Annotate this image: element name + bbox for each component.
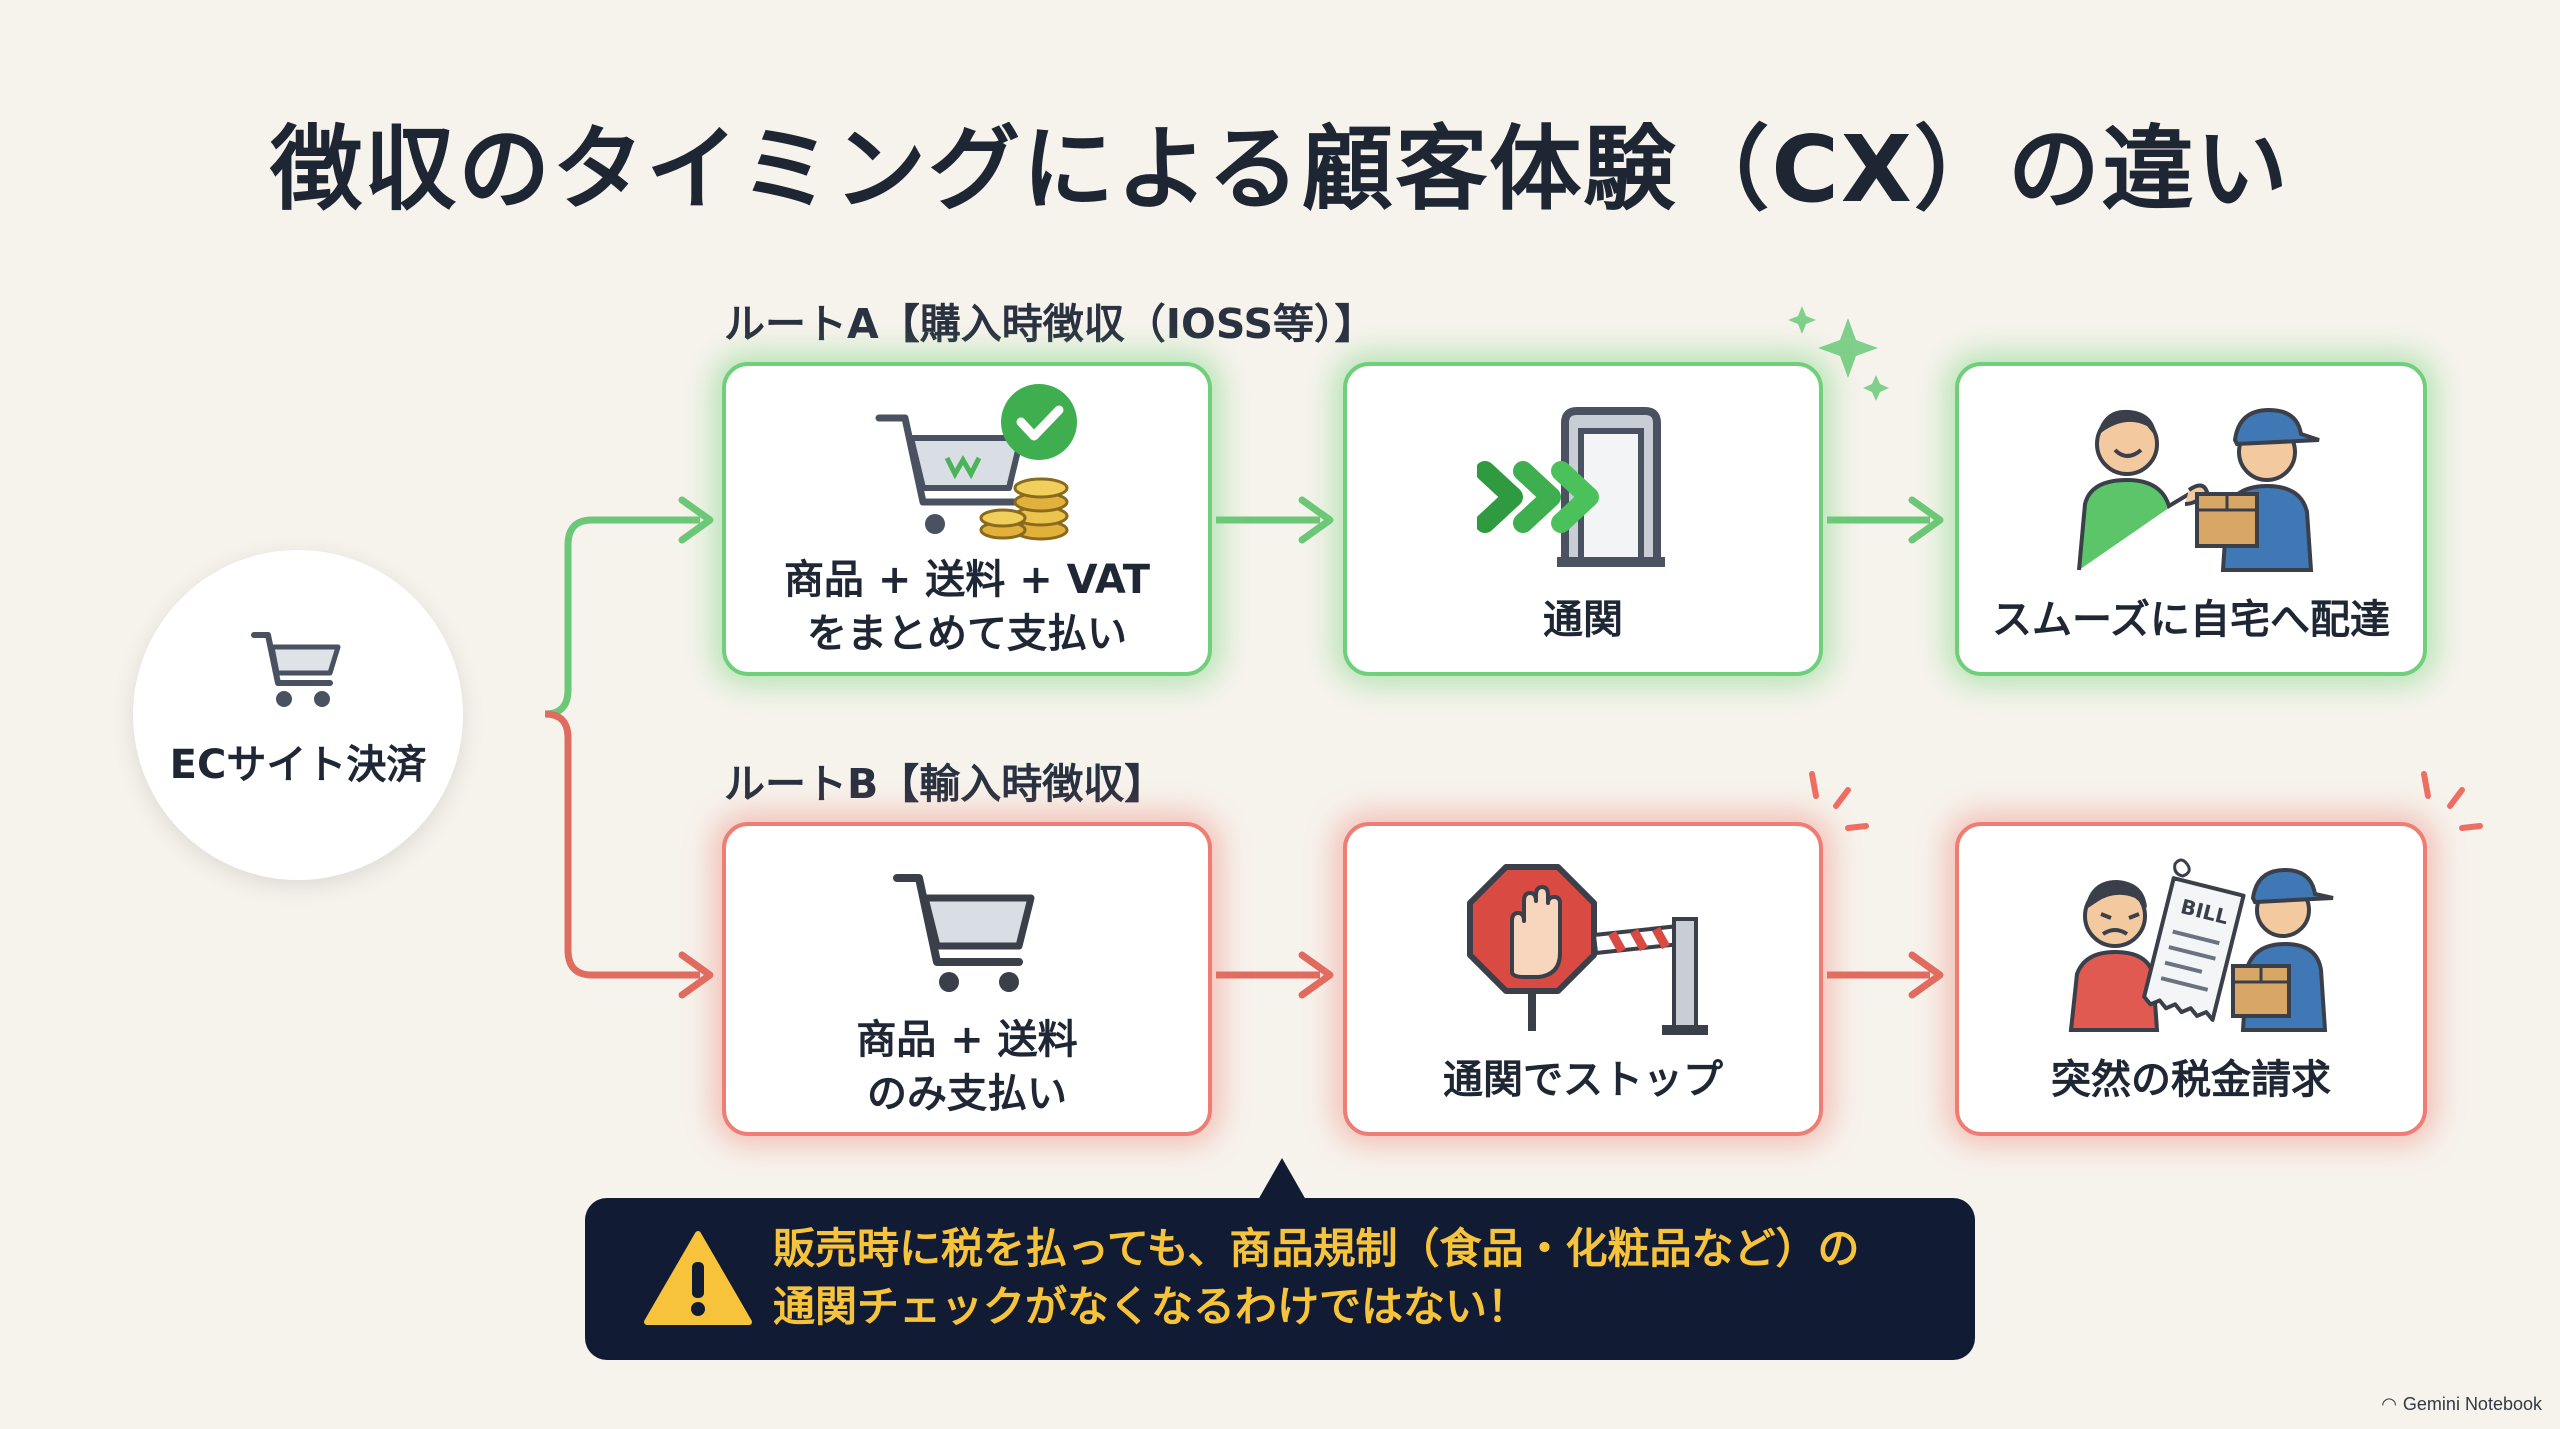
warning-line-2: 通関チェックがなくなるわけではない！ <box>773 1282 1530 1331</box>
route-b-step-customs-stop: 通関でストップ <box>1343 822 1823 1136</box>
connector-a1-a2-arrowhead <box>1298 496 1334 544</box>
route-b-step-tax-bill: BILL 突然の税金請求 <box>1955 822 2427 1136</box>
shopping-cart-icon <box>251 632 341 707</box>
alert-rays-icon <box>1809 771 2483 831</box>
connector-b2-b3-arrowhead <box>1908 951 1944 999</box>
shopping-cart-icon <box>893 874 1035 992</box>
warning-line-1: 販売時に税を払っても、商品規制（食品・化粧品など）の <box>773 1224 1860 1273</box>
route-a-step-payment: 商品 + 送料 + VAT をまとめて支払い <box>722 362 1212 676</box>
stop-sign-barrier-icon <box>1467 864 1708 1035</box>
route-a-step-delivery: スムーズに自宅へ配達 <box>1955 362 2427 676</box>
warning-message: 販売時に税を払っても、商品規制（食品・化粧品など）の 通関チェックがなくなるわけ… <box>773 1220 1953 1336</box>
route-b-step-tax-bill-label: 突然の税金請求 <box>2051 1057 2331 1103</box>
warning-triangle-icon <box>644 1231 752 1325</box>
route-a-step-customs-label: 通関 <box>1543 597 1623 643</box>
start-node-label: ECサイト決済 <box>169 742 427 788</box>
route-a-label: ルートA【購入時徴収（IOSS等）】 <box>724 300 1376 348</box>
route-b-step-payment-label-line1: 商品 + 送料 <box>856 1017 1078 1063</box>
route-a-step-delivery-label: スムーズに自宅へ配達 <box>1992 597 2390 643</box>
route-b-step-payment: 商品 + 送料 のみ支払い <box>722 822 1212 1136</box>
cart-with-check-and-coins-icon <box>875 384 1077 541</box>
route-a-step-payment-label-line2: をまとめて支払い <box>807 611 1127 657</box>
connector-branch-b-arrowhead <box>678 951 714 999</box>
start-node-ec-checkout: ECサイト決済 <box>133 550 463 880</box>
route-b-step-customs-stop-label: 通関でストップ <box>1443 1057 1723 1103</box>
gemini-logo-icon: ◠ <box>2381 1394 2397 1414</box>
customs-gate-fast-pass-icon <box>1477 407 1665 567</box>
brand-name: Gemini Notebook <box>2402 1394 2542 1414</box>
route-a-step-customs: 通関 <box>1343 362 1823 676</box>
route-b-label: ルートB【輸入時徴収】 <box>724 760 1166 808</box>
connector-branch-a-arrowhead <box>678 496 714 544</box>
connector-branch-a <box>544 516 700 718</box>
route-a-step-payment-label-line1: 商品 + 送料 + VAT <box>783 557 1151 603</box>
warning-callout: 販売時に税を払っても、商品規制（食品・化粧品など）の 通関チェックがなくなるわけ… <box>585 1198 1975 1360</box>
page-title: 徴収のタイミングによる顧客体験（CX）の違い <box>270 116 2290 223</box>
connector-branch-b <box>544 710 700 979</box>
angry-customer-bill-icon: BILL <box>2068 858 2334 1032</box>
happy-delivery-handoff-icon <box>2077 407 2320 572</box>
brand-watermark: ◠Gemini Notebook <box>2381 1394 2542 1415</box>
connector-b1-b2-arrowhead <box>1298 951 1334 999</box>
route-b-step-payment-label-line2: のみ支払い <box>867 1071 1067 1117</box>
warning-pointer <box>1258 1158 1306 1200</box>
connector-a2-a3-arrowhead <box>1908 496 1944 544</box>
sparkle-icon <box>1788 306 1889 401</box>
